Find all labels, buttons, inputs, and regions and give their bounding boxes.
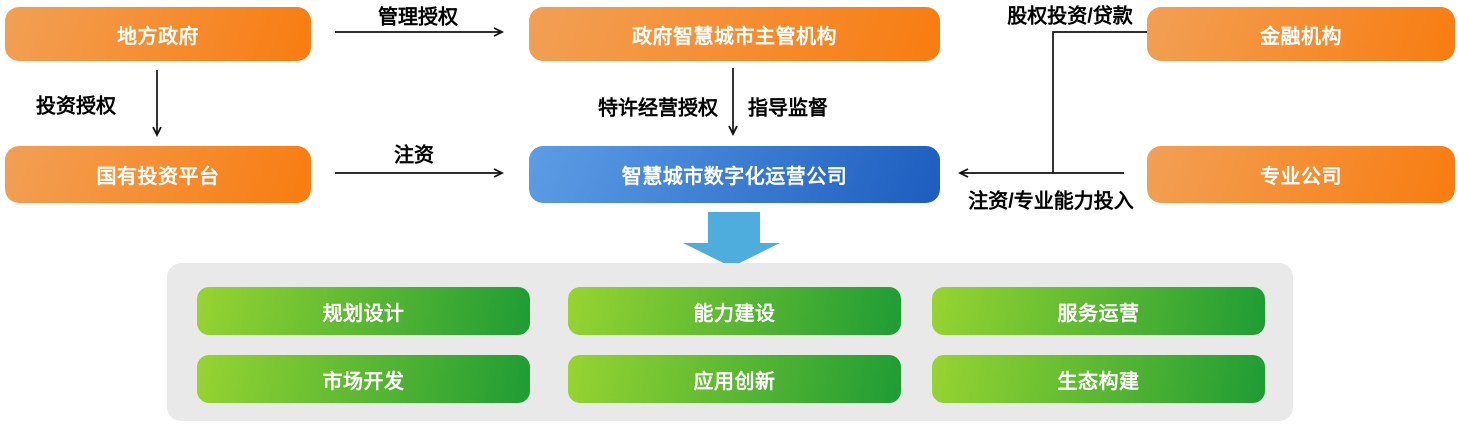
node-state-investment-platform: 国有投资平台 [5,146,311,203]
edge-label-investment-authorization: 投资授权 [36,95,116,118]
edge-label-management-authorization: 管理授权 [378,6,458,29]
edge-label-equity-investment-loan: 股权投资/贷款 [1007,5,1133,28]
business-area-service-operation: 服务运营 [932,287,1265,335]
edge-label-guidance-supervision: 指导监督 [748,97,828,120]
node-professional-company: 专业公司 [1147,146,1455,203]
business-areas-panel: 规划设计 能力建设 服务运营 市场开发 应用创新 生态构建 [167,263,1293,421]
node-local-government: 地方政府 [5,7,311,61]
connector-equity-loan [1052,31,1147,173]
edge-label-capital-injection: 注资 [394,144,434,167]
business-area-capability-building: 能力建设 [568,287,901,335]
business-area-ecosystem-building: 生态构建 [932,355,1265,403]
edge-label-franchise-authorization: 特许经营授权 [598,97,718,120]
node-smart-city-digital-operator: 智慧城市数字化运营公司 [529,146,940,203]
node-financial-institution: 金融机构 [1147,7,1455,61]
node-gov-smart-city-authority: 政府智慧城市主管机构 [529,7,940,61]
business-area-application-innovation: 应用创新 [568,355,901,403]
edge-label-capital-capability-input: 注资/专业能力投入 [968,190,1134,213]
business-area-planning-design: 规划设计 [197,287,530,335]
business-area-market-development: 市场开发 [197,355,530,403]
big-down-arrow-icon [683,212,780,267]
